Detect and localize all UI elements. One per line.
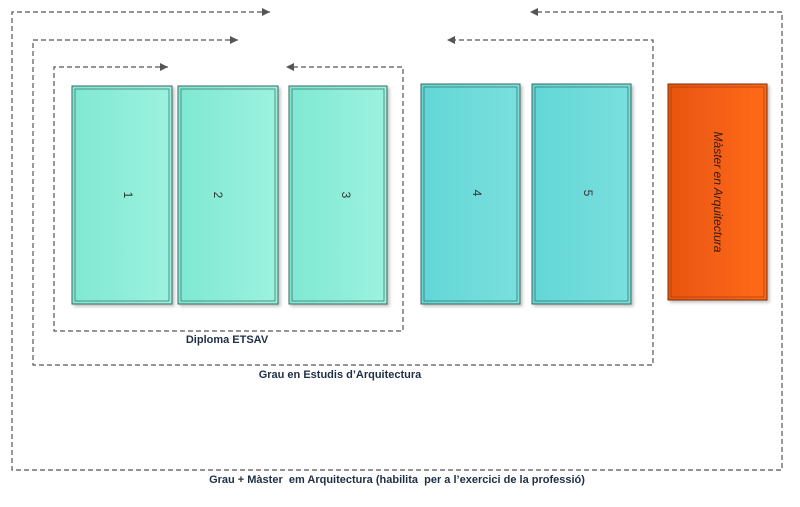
arrow-right-icon xyxy=(230,36,238,44)
year-label: 1 xyxy=(121,192,135,199)
diploma-frame xyxy=(53,63,404,332)
year-label: 2 xyxy=(211,192,225,199)
year-label: 4 xyxy=(470,190,484,197)
diploma-label: Diploma ETSAV xyxy=(186,334,269,346)
grau-master-label: Grau + Màster em Arquitectura (habilita … xyxy=(209,474,585,486)
arrow-left-icon xyxy=(286,63,294,71)
year-block-2: 2 xyxy=(177,85,279,305)
arrow-right-icon xyxy=(262,8,270,16)
arrow-left-icon xyxy=(530,8,538,16)
arrow-right-icon xyxy=(160,63,168,71)
year-label: 5 xyxy=(581,190,595,197)
master-block: Màster en Arquitectura xyxy=(667,83,768,301)
master-label: Màster en Arquitectura xyxy=(711,132,725,253)
grau-master-frame xyxy=(11,8,783,471)
year-label: 3 xyxy=(339,192,353,199)
year-block-5: 5 xyxy=(531,83,632,305)
grau-frame xyxy=(32,36,654,366)
year-block-4: 4 xyxy=(420,83,521,305)
arrow-left-icon xyxy=(447,36,455,44)
grau-label: Grau en Estudis d’Arquitectura xyxy=(259,369,422,381)
year-block-1: 1 xyxy=(71,85,173,305)
year-block-3: 3 xyxy=(288,85,388,305)
